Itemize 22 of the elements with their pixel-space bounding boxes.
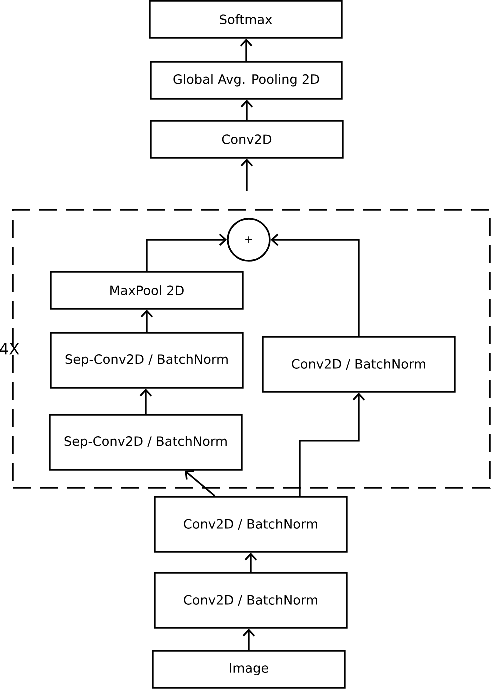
arrow: [240, 100, 254, 120]
arrow: [140, 310, 154, 332]
arrow: [240, 38, 253, 62]
layer-box: Conv2D / BatchNorm: [154, 496, 348, 553]
layer-box: Image: [152, 650, 346, 689]
layer-box: Conv2D / BatchNorm: [154, 572, 348, 629]
arrow: [140, 388, 152, 414]
arrow: [185, 470, 216, 497]
arrow: [244, 552, 258, 572]
layer-box: Conv2D: [150, 120, 344, 159]
arrow: [146, 234, 228, 272]
layer-box: Global Avg. Pooling 2D: [150, 61, 343, 100]
layer-box: Sep-Conv2D / BatchNorm: [50, 332, 244, 389]
layer-box: Sep-Conv2D / BatchNorm: [49, 414, 243, 471]
arrow: [240, 158, 254, 192]
arrow: [270, 234, 360, 336]
layer-box: Softmax: [149, 0, 343, 39]
arrow: [299, 392, 366, 496]
arrow: [242, 628, 256, 650]
repeat-label: 4X: [0, 343, 20, 355]
layer-box: Conv2D / BatchNorm: [262, 336, 456, 393]
layer-box: MaxPool 2D: [50, 271, 244, 310]
